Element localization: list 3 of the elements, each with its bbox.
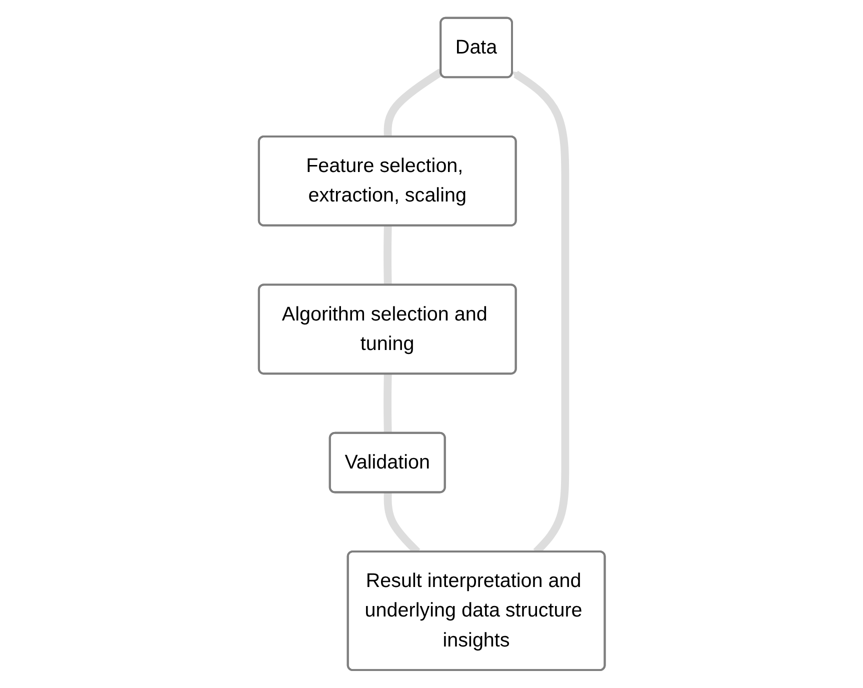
connector xyxy=(383,374,392,434)
connector xyxy=(383,226,392,286)
connector xyxy=(383,68,443,138)
